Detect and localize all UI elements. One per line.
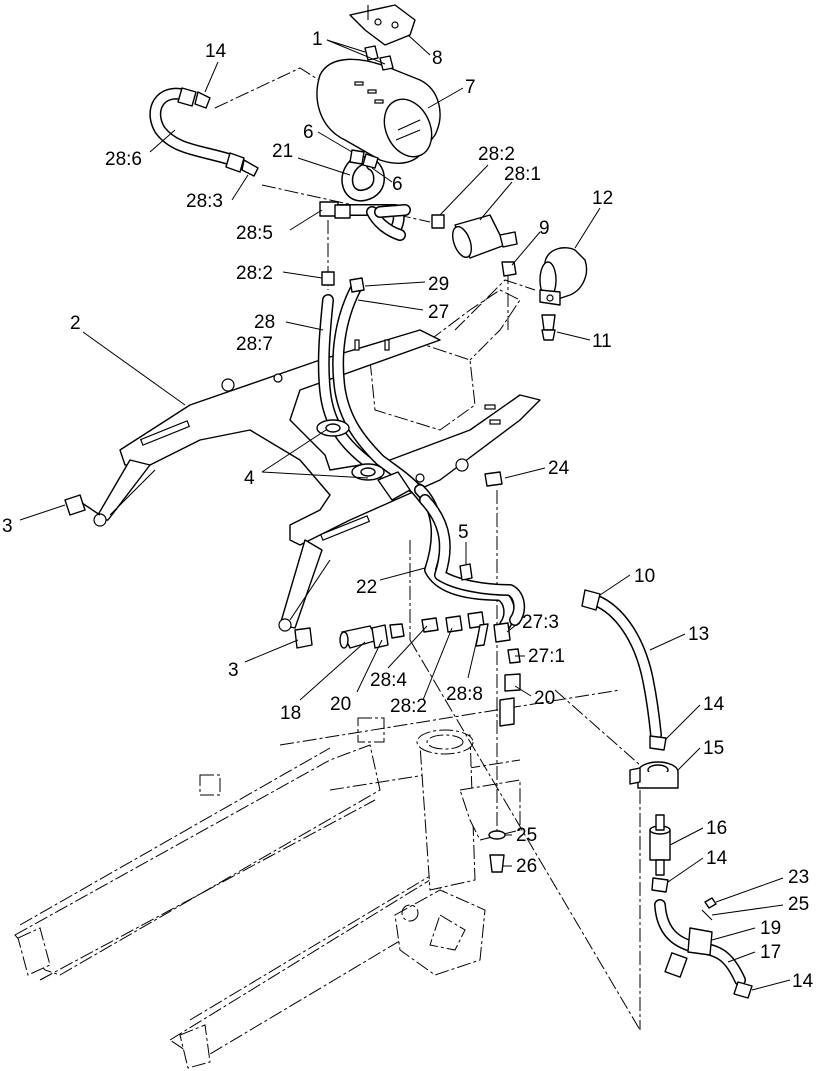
hose-21: [341, 149, 385, 202]
frame-phantom: [14, 67, 641, 1069]
callout-10: 10: [634, 566, 655, 587]
callout-12: 12: [592, 188, 613, 209]
mounting-plate: [93, 329, 541, 632]
fuel-pump: [501, 247, 588, 341]
callout-26: 26: [516, 856, 537, 877]
callout-14-lower: 14: [706, 848, 728, 869]
callout-27: 27: [428, 302, 449, 323]
callout-25-right: 25: [788, 894, 809, 915]
callout-13: 13: [688, 624, 709, 645]
fuel-tank: [316, 58, 441, 164]
callout-28-5: 28:5: [236, 223, 273, 244]
clip-and-bolt: [459, 471, 503, 581]
vent-hose-loop: [149, 87, 259, 177]
callout-27-3: 27:3: [522, 612, 559, 633]
main-fuel-lines: [316, 271, 526, 631]
callout-20-left: 20: [330, 694, 351, 715]
leader-lines: [19, 34, 791, 991]
callout-18: 18: [280, 703, 301, 724]
callout-28-2-lower: 28:2: [390, 696, 427, 717]
callout-27-1: 27:1: [528, 646, 565, 667]
callout-28: 28: [254, 312, 275, 333]
shutoff-valve-assembly: [339, 611, 521, 727]
callout-14-mid: 14: [703, 694, 725, 715]
callout-22: 22: [356, 577, 377, 598]
callout-labels: 1 8 14 7 28:6 6 21 6 28:2 28:1 28:3 12 9…: [2, 29, 814, 992]
tank-support-phantom: [369, 279, 536, 431]
callout-17: 17: [760, 942, 781, 963]
callout-28-2-mid: 28:2: [236, 263, 273, 284]
callout-21: 21: [272, 141, 293, 162]
callout-7: 7: [465, 77, 476, 98]
callout-20-right: 20: [534, 688, 555, 709]
mounting-bolts: [64, 494, 313, 649]
callout-25-mid: 25: [516, 825, 537, 846]
callout-1: 1: [312, 29, 323, 50]
callout-3-right: 3: [228, 660, 239, 681]
callout-28-8: 28:8: [446, 684, 483, 705]
inline-filter-28-1: [431, 214, 518, 259]
callout-11: 11: [592, 331, 612, 352]
callout-28-6: 28:6: [105, 149, 142, 170]
callout-16: 16: [706, 818, 727, 839]
tee-fitting: [319, 201, 411, 241]
callout-19: 19: [760, 918, 781, 939]
callout-6-lower: 6: [392, 174, 403, 195]
callout-3-left: 3: [2, 516, 13, 537]
callout-29: 29: [428, 274, 449, 295]
callout-15: 15: [703, 738, 724, 759]
callout-4: 4: [244, 468, 255, 489]
callout-23: 23: [788, 867, 809, 888]
tank-bracket: [349, 4, 416, 71]
callout-8: 8: [432, 48, 443, 69]
callout-14-end: 14: [792, 971, 814, 992]
callout-28-4: 28:4: [370, 670, 407, 691]
callout-2: 2: [70, 313, 81, 334]
callout-6-upper: 6: [303, 122, 314, 143]
callout-28-2-upper: 28:2: [478, 144, 515, 165]
callout-28-7: 28:7: [236, 334, 273, 355]
callout-5: 5: [458, 522, 469, 543]
callout-28-3: 28:3: [186, 191, 223, 212]
filter-chain: [581, 589, 753, 999]
callout-28-1: 28:1: [504, 164, 541, 185]
callout-9: 9: [539, 218, 550, 239]
callout-24: 24: [548, 458, 570, 479]
callout-14-top: 14: [205, 41, 227, 62]
